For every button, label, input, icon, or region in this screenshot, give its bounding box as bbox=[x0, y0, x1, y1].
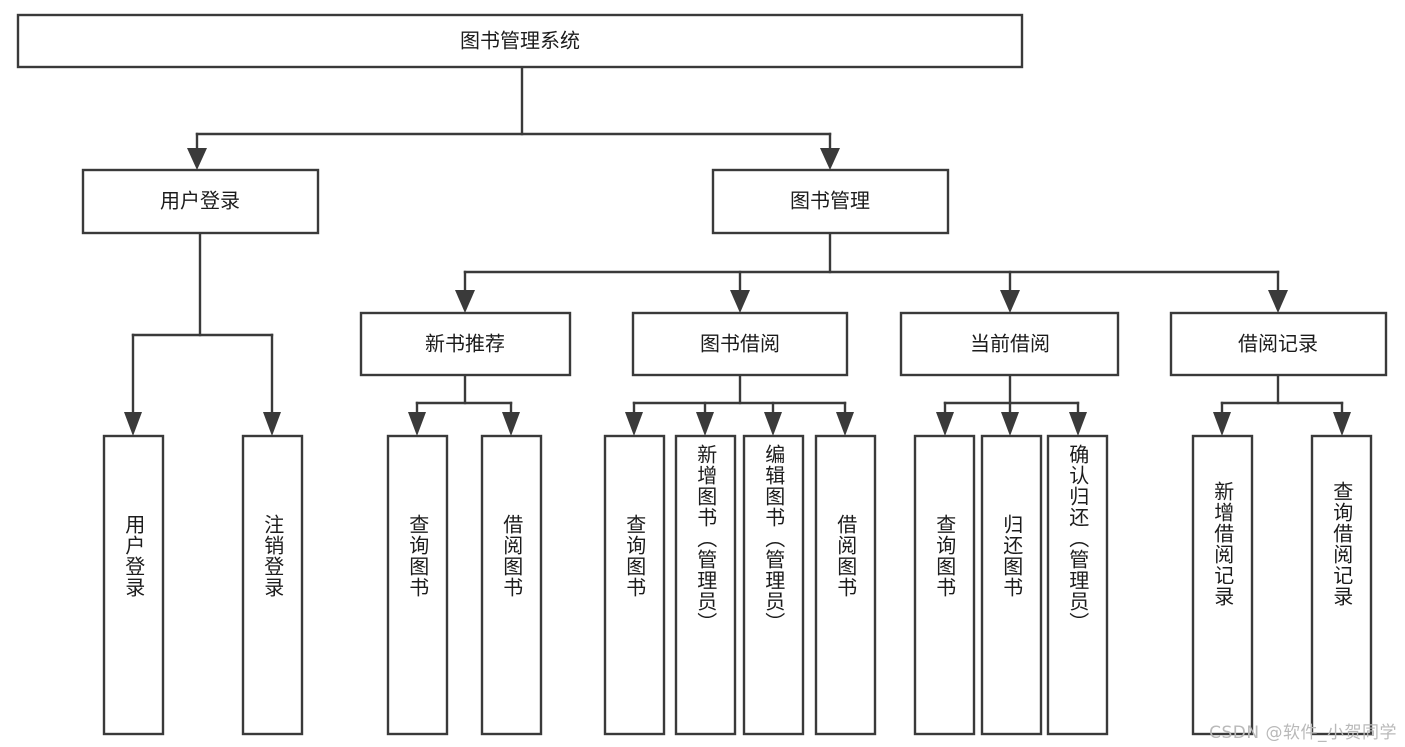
node-box-book-manage[interactable] bbox=[711, 168, 950, 235]
csdn-watermark: CSDN @软件_小贺同学 bbox=[1209, 723, 1397, 743]
arrowhead-leaf-query-book-1 bbox=[408, 412, 426, 436]
arrowhead-leaf-add-record bbox=[1213, 412, 1231, 436]
leaf-box-edit-book[interactable] bbox=[742, 434, 805, 736]
node-book-borrow[interactable]: 图书借阅 bbox=[631, 311, 849, 377]
connector-group-current-borrow bbox=[936, 373, 1087, 436]
node-label-root: 图书管理系统 bbox=[460, 29, 580, 53]
node-label-borrow-record: 借阅记录 bbox=[1238, 332, 1318, 356]
node-label-new-book-recommend: 新书推荐 bbox=[425, 332, 505, 356]
arrowhead-leaf-edit-book bbox=[764, 412, 782, 436]
node-label-book-borrow: 图书借阅 bbox=[700, 332, 780, 356]
arrowhead-leaf-add-book bbox=[696, 412, 714, 436]
node-current-borrow[interactable]: 当前借阅 bbox=[899, 311, 1120, 377]
node-new-book-recommend[interactable]: 新书推荐 bbox=[359, 311, 572, 377]
node-root[interactable]: 图书管理系统 bbox=[16, 13, 1024, 69]
arrowhead-leaf-confirm-return bbox=[1069, 412, 1087, 436]
arrowhead-leaf-borrow-book-1 bbox=[502, 412, 520, 436]
node-box-new-book-recommend[interactable] bbox=[359, 311, 572, 377]
node-box-user-login[interactable] bbox=[81, 168, 320, 235]
leaf-box-borrow-book-2[interactable] bbox=[814, 434, 877, 736]
arrowhead-book-manage bbox=[820, 148, 840, 170]
node-box-current-borrow[interactable] bbox=[899, 311, 1120, 377]
arrowhead-current-borrow bbox=[1000, 290, 1020, 313]
node-book-manage[interactable]: 图书管理 bbox=[711, 168, 950, 235]
leaf-box-query-book-2[interactable] bbox=[603, 434, 666, 736]
leaf-box-return-book[interactable] bbox=[980, 434, 1043, 736]
connector-group-new-book-recommend bbox=[408, 373, 520, 436]
arrowhead-book-borrow bbox=[730, 290, 750, 313]
node-borrow-record[interactable]: 借阅记录 bbox=[1169, 311, 1388, 377]
arrowhead-leaf-query-book-3 bbox=[936, 412, 954, 436]
node-label-current-borrow: 当前借阅 bbox=[970, 332, 1050, 356]
arrowhead-leaf-borrow-book-2 bbox=[836, 412, 854, 436]
leaf-boxes bbox=[102, 434, 1373, 736]
leaf-box-query-book-1[interactable] bbox=[386, 434, 449, 736]
node-box-borrow-record[interactable] bbox=[1169, 311, 1388, 377]
leaf-box-query-book-3[interactable] bbox=[913, 434, 976, 736]
arrowhead-borrow-record bbox=[1268, 290, 1288, 313]
arrowhead-leaf-logout-login bbox=[263, 412, 281, 436]
connector-group-book-manage bbox=[455, 231, 1288, 313]
connector-group-book-borrow bbox=[625, 373, 854, 436]
node-box-book-borrow[interactable] bbox=[631, 311, 849, 377]
arrowhead-leaf-query-book-2 bbox=[625, 412, 643, 436]
leaf-box-add-book[interactable] bbox=[674, 434, 737, 736]
connector-group-root bbox=[187, 65, 840, 170]
arrowhead-user-login bbox=[187, 148, 207, 170]
arrowhead-leaf-user-login bbox=[124, 412, 142, 436]
connector-group-borrow-record bbox=[1213, 373, 1351, 436]
arrowhead-leaf-query-record bbox=[1333, 412, 1351, 436]
arrowhead-leaf-return-book bbox=[1001, 412, 1019, 436]
leaf-box-confirm-return[interactable] bbox=[1046, 434, 1109, 736]
node-user-login[interactable]: 用户登录 bbox=[81, 168, 320, 235]
leaf-box-borrow-book-1[interactable] bbox=[480, 434, 543, 736]
leaf-box-query-record[interactable] bbox=[1310, 434, 1373, 736]
leaf-box-user-login[interactable] bbox=[102, 434, 165, 736]
node-box-root[interactable] bbox=[16, 13, 1024, 69]
node-label-user-login: 用户登录 bbox=[160, 189, 240, 213]
arrowhead-new-book-recommend bbox=[455, 290, 475, 313]
connector-group-user-login bbox=[124, 231, 281, 436]
node-label-book-manage: 图书管理 bbox=[790, 189, 870, 213]
leaf-box-logout-login[interactable] bbox=[241, 434, 304, 736]
leaf-box-add-record[interactable] bbox=[1191, 434, 1254, 736]
